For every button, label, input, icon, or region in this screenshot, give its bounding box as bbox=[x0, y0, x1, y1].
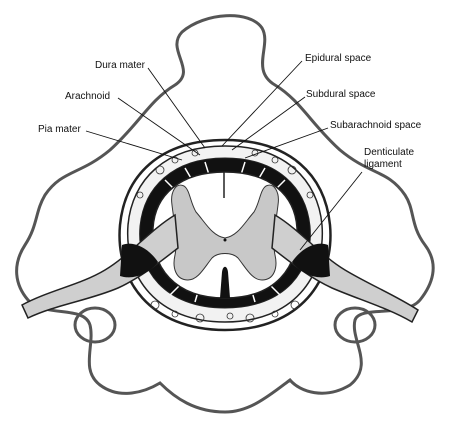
label-denticulate-line2: ligament bbox=[364, 159, 402, 170]
epidural-texture bbox=[136, 149, 314, 323]
label-subarachnoid-space: Subarachnoid space bbox=[330, 120, 422, 131]
gray-matter bbox=[171, 184, 279, 281]
label-subdural-space: Subdural space bbox=[306, 89, 376, 100]
right-dark-space bbox=[292, 243, 330, 278]
leader-lines bbox=[85, 60, 363, 251]
epidural-space-leader bbox=[221, 60, 303, 147]
label-arachnoid: Arachnoid bbox=[65, 91, 110, 102]
right-transverse-foramen bbox=[333, 306, 377, 344]
subdural-space-leader bbox=[231, 96, 306, 151]
label-denticulate-line1: Denticulate bbox=[364, 147, 414, 158]
arachnoid-leader bbox=[117, 97, 201, 156]
anterior-median-fissure bbox=[220, 266, 230, 298]
central-canal bbox=[223, 238, 227, 242]
denticulate-ligament-leader bbox=[299, 171, 363, 251]
label-epidural-space: Epidural space bbox=[305, 53, 372, 64]
label-pia-mater: Pia mater bbox=[38, 124, 81, 135]
vertebra-outline bbox=[15, 14, 435, 414]
dura-mater-leader bbox=[147, 67, 206, 149]
label-dura-mater: Dura mater bbox=[95, 60, 146, 71]
left-transverse-foramen bbox=[73, 306, 117, 344]
subarachnoid-space-leader bbox=[244, 127, 329, 159]
left-dark-space bbox=[120, 243, 158, 278]
pia-mater-leader bbox=[85, 130, 183, 161]
